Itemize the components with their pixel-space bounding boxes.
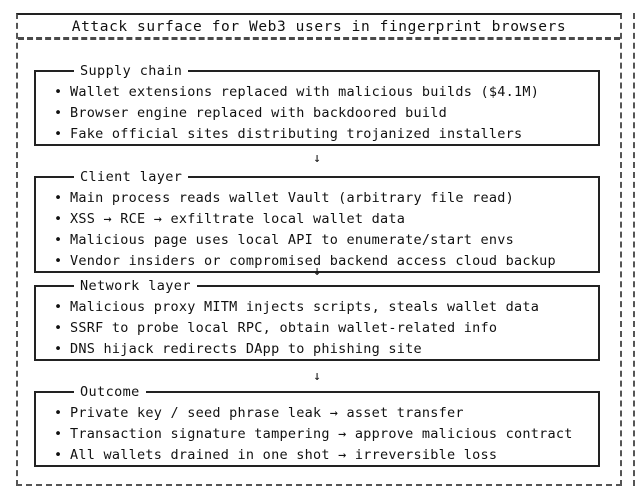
- list-item-label: Wallet extensions replaced with maliciou…: [70, 84, 540, 100]
- list-item-label: Fake official sites distributing trojani…: [70, 126, 523, 142]
- list-item: • SSRF to probe local RPC, obtain wallet-…: [54, 318, 594, 339]
- list-item-label: Vendor insiders or compromised backend a…: [70, 253, 556, 269]
- section-item-list-supply-chain: • Wallet extensions replaced with malicio…: [36, 72, 598, 151]
- section-item-list-network-layer: • Malicious proxy MITM injects scripts, s…: [36, 287, 598, 366]
- list-item: • Main process reads wallet Vault (arbitr…: [54, 188, 594, 209]
- connector-arrow-down-icon: ↓: [313, 369, 321, 384]
- list-item: • Vendor insiders or compromised backend …: [54, 251, 594, 272]
- connector-arrow-down-icon: ↓: [313, 151, 321, 166]
- list-item: • Malicious page uses local API to enumer…: [54, 230, 594, 251]
- list-item-label: SSRF to probe local RPC, obtain wallet-r…: [70, 320, 498, 336]
- list-item: • Transaction signature tampering → appro…: [54, 424, 594, 445]
- bullet-icon: •: [54, 211, 63, 227]
- bullet-icon: •: [54, 341, 63, 357]
- list-item: • Malicious proxy MITM injects scripts, s…: [54, 297, 594, 318]
- section-legend-client-layer: Client layer: [74, 169, 189, 185]
- bullet-icon: •: [54, 253, 63, 269]
- section-item-list-outcome: • Private key / seed phrase leak → asset …: [36, 393, 598, 472]
- title-separator-rule: [18, 37, 620, 40]
- bullet-icon: •: [54, 299, 63, 315]
- bullet-icon: •: [54, 105, 63, 121]
- diagram-title-bar: Attack surface for Web3 users in fingerp…: [18, 15, 620, 39]
- list-item: • DNS hijack redirects DApp to phishing s…: [54, 339, 594, 360]
- section-supply-chain: Supply chain • Wallet extensions replaced…: [34, 63, 600, 146]
- section-client-layer: Client layer • Main process reads wallet …: [34, 169, 600, 273]
- list-item: • Private key / seed phrase leak → asset …: [54, 403, 594, 424]
- bullet-icon: •: [54, 84, 63, 100]
- list-item-label: Malicious proxy MITM injects scripts, st…: [70, 299, 540, 315]
- list-item-label: Main process reads wallet Vault (arbitra…: [70, 190, 515, 206]
- list-item-label: DNS hijack redirects DApp to phishing si…: [70, 341, 422, 357]
- connector-arrow-down-icon: ↓: [313, 264, 321, 279]
- section-legend-supply-chain: Supply chain: [74, 63, 189, 79]
- list-item: • Browser engine replaced with backdoored…: [54, 103, 594, 124]
- bullet-icon: •: [54, 320, 63, 336]
- bullet-icon: •: [54, 232, 63, 248]
- list-item: • Wallet extensions replaced with malicio…: [54, 82, 594, 103]
- bullet-icon: •: [54, 447, 63, 463]
- bullet-icon: •: [54, 405, 63, 421]
- list-item-label: All wallets drained in one shot → irreve…: [70, 447, 498, 463]
- diagram-outer-frame: [16, 13, 622, 486]
- list-item-label: Browser engine replaced with backdoored …: [70, 105, 447, 121]
- section-item-list-client-layer: • Main process reads wallet Vault (arbitr…: [36, 178, 598, 278]
- list-item-label: Private key / seed phrase leak → asset t…: [70, 405, 464, 421]
- diagram-right-rail: [633, 13, 635, 486]
- list-item-label: Transaction signature tampering → approv…: [70, 426, 573, 442]
- section-legend-network-layer: Network layer: [74, 278, 197, 294]
- list-item: • Fake official sites distributing trojan…: [54, 124, 594, 145]
- section-legend-outcome: Outcome: [74, 384, 146, 400]
- list-item-label: Malicious page uses local API to enumera…: [70, 232, 515, 248]
- section-network-layer: Network layer • Malicious proxy MITM inje…: [34, 278, 600, 361]
- section-outcome: Outcome • Private key / seed phrase leak …: [34, 384, 600, 467]
- list-item: • XSS → RCE → exfiltrate local wallet dat…: [54, 209, 594, 230]
- list-item: • All wallets drained in one shot → irrev…: [54, 445, 594, 466]
- list-item-label: XSS → RCE → exfiltrate local wallet data: [70, 211, 406, 227]
- bullet-icon: •: [54, 426, 63, 442]
- bullet-icon: •: [54, 126, 63, 142]
- bullet-icon: •: [54, 190, 63, 206]
- page-title: Attack surface for Web3 users in fingerp…: [71, 19, 567, 35]
